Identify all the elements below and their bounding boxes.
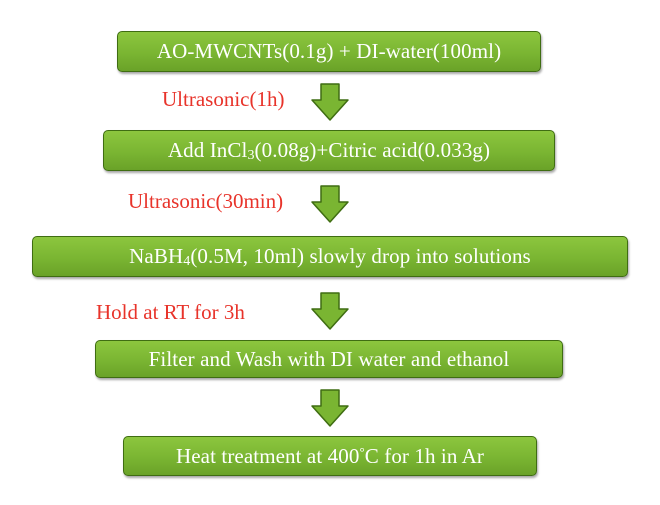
step-3-text-b: (0.5M, 10ml) slowly drop into solutions [190,244,531,268]
step-1-box: AO-MWCNTs(0.1g) + DI-water(100ml) [117,31,541,72]
step-2-text-a: Add InCl [167,138,248,162]
step-5-degree-sign: ° [359,443,365,459]
step-5-text-b: C for 1h in Ar [364,443,484,468]
step-4-text: Filter and Wash with DI water and ethano… [148,346,510,371]
step-2-text: Add InCl3(0.08g)+Citric acid(0.033g) [168,138,490,163]
step-3-text-a: NaBH [129,244,184,268]
step-3-text: NaBH4(0.5M, 10ml) slowly drop into solut… [129,244,531,269]
down-arrow-1 [311,83,349,121]
condition-hold-rt-3h: Hold at RT for 3h [96,300,245,324]
down-arrow-4 [311,389,349,427]
down-arrow-3 [311,292,349,330]
step-5-text-a: Heat treatment at 400 [176,443,360,468]
step-5-box: Heat treatment at 400°C for 1h in Ar [123,436,537,476]
step-3-subscript: 4 [183,254,191,269]
step-2-box: Add InCl3(0.08g)+Citric acid(0.033g) [103,130,555,171]
step-4-box: Filter and Wash with DI water and ethano… [95,340,563,378]
step-2-subscript: 3 [247,148,255,163]
step-5-text: Heat treatment at 400°C for 1h in Ar [176,444,484,469]
step-1-text: AO-MWCNTs(0.1g) + DI-water(100ml) [156,39,502,63]
step-3-box: NaBH4(0.5M, 10ml) slowly drop into solut… [32,236,628,277]
condition-ultrasonic-1h: Ultrasonic(1h) [162,87,285,111]
condition-ultrasonic-30min: Ultrasonic(30min) [128,189,284,213]
step-2-text-b: (0.08g)+Citric acid(0.033g) [254,138,491,162]
down-arrow-2 [311,185,349,223]
